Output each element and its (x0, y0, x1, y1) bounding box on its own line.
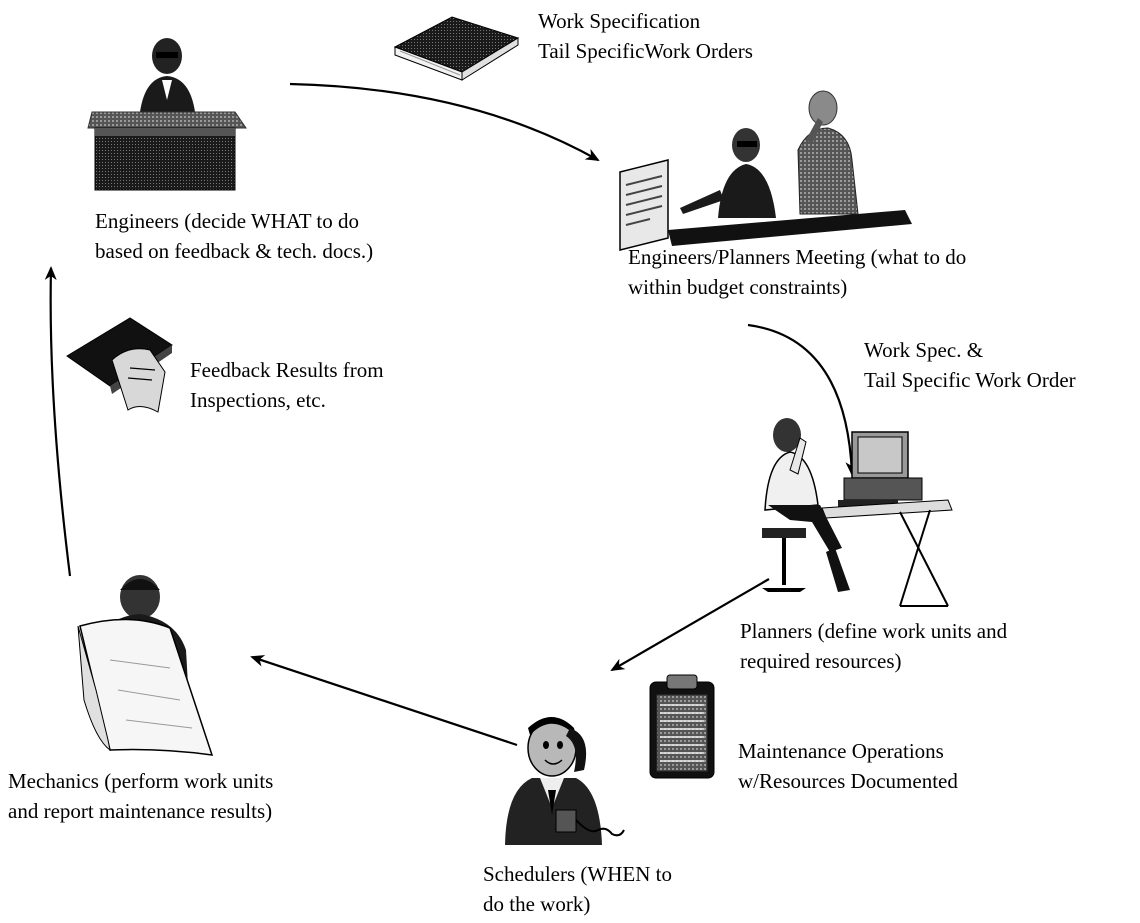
label-line: based on feedback & tech. docs.) (95, 239, 374, 263)
label-line: Maintenance Operations (738, 739, 944, 763)
engineer-at-desk-icon (87, 38, 247, 191)
arrow-engineers-to-meeting (289, 82, 600, 161)
arrow-schedulers-to-mechanics (250, 655, 518, 747)
label-line: and report maintenance results) (8, 799, 273, 823)
label-line: Work Specification (538, 9, 701, 33)
label-line: within budget constraints) (628, 275, 848, 299)
label-line: required resources) (740, 649, 902, 673)
scheduler-phone-icon (505, 717, 625, 845)
label-line: Engineers (decide WHAT to do (95, 209, 359, 233)
arrow-mechanics-to-engineers (44, 266, 72, 577)
book-icon (393, 16, 520, 81)
label-feedback: Feedback Results from Inspections, etc. (190, 355, 384, 415)
planner-computer-icon (762, 418, 953, 607)
label-line: w/Resources Documented (738, 769, 958, 793)
label-work-spec-right: Work Spec. & Tail Specific Work Order (864, 335, 1076, 395)
label-line: Mechanics (perform work units (8, 769, 274, 793)
label-line: Tail SpecificWork Orders (538, 39, 753, 63)
label-maintenance-ops: Maintenance Operations w/Resources Docum… (738, 736, 958, 796)
label-line: do the work) (483, 892, 591, 916)
label-schedulers: Schedulers (WHEN to do the work) (483, 859, 672, 919)
binder-icon (66, 317, 173, 413)
meeting-people-icon (619, 90, 912, 251)
label-line: Work Spec. & (864, 338, 984, 362)
label-meeting: Engineers/Planners Meeting (what to do w… (628, 242, 966, 302)
clipboard-icon (649, 674, 715, 779)
mechanic-blueprint-icon (77, 575, 214, 756)
label-engineers: Engineers (decide WHAT to do based on fe… (95, 206, 373, 266)
label-line: Planners (define work units and (740, 619, 1008, 643)
arrow-planners-to-schedulers (610, 578, 770, 672)
label-line: Schedulers (WHEN to (483, 862, 672, 886)
label-line: Engineers/Planners Meeting (what to do (628, 245, 967, 269)
label-line: Inspections, etc. (190, 388, 326, 412)
label-line: Tail Specific Work Order (864, 368, 1076, 392)
label-work-spec-top: Work Specification Tail SpecificWork Ord… (538, 6, 753, 66)
label-line: Feedback Results from (190, 358, 384, 382)
arrow-meeting-to-planners (747, 323, 858, 476)
label-mechanics: Mechanics (perform work units and report… (8, 766, 273, 826)
label-planners: Planners (define work units and required… (740, 616, 1007, 676)
